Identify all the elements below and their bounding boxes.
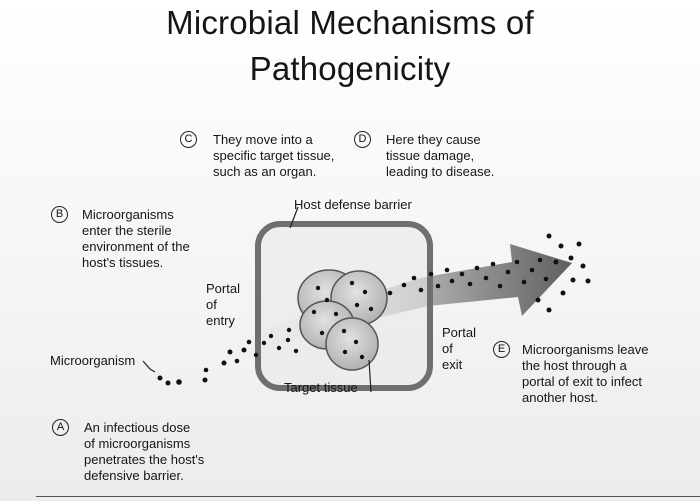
- microorganism-leader-line: [142, 360, 156, 373]
- step-a-line-3: penetrates the host's: [84, 452, 205, 467]
- step-a-line-2: of microorganisms: [84, 436, 191, 451]
- portal-entry-line-1: Portal: [206, 281, 240, 296]
- step-d-line-3: leading to disease.: [386, 164, 495, 179]
- portal-entry-line-3: entry: [206, 313, 235, 328]
- title-line-1: Microbial Mechanisms of: [166, 4, 534, 41]
- title-line-2: Pathogenicity: [249, 50, 451, 87]
- step-c-line-3: such as an organ.: [213, 164, 317, 179]
- portal-exit-line-2: of: [442, 341, 453, 356]
- target-tissue-label: Target tissue: [284, 380, 358, 395]
- step-c-badge: C: [180, 131, 197, 148]
- portal-exit-line-1: Portal: [442, 325, 476, 340]
- step-b-badge: B: [51, 206, 68, 223]
- step-d-line-2: tissue damage,: [386, 148, 475, 163]
- step-b-line-2: enter the sterile: [82, 223, 172, 238]
- portal-exit-line-3: exit: [442, 357, 463, 372]
- step-c-line-2: specific target tissue,: [213, 148, 335, 163]
- portal-entry-line-2: of: [206, 297, 217, 312]
- barrier-leader-line: [289, 206, 299, 229]
- step-a-badge: A: [52, 419, 69, 436]
- step-b-line-1: Microorganisms: [82, 207, 174, 222]
- step-e-line-4: another host.: [522, 390, 598, 405]
- step-e-badge: E: [493, 341, 510, 358]
- step-e-line-1: Microorganisms leave: [522, 342, 649, 357]
- step-c-line-1: They move into a: [213, 132, 313, 147]
- step-e-line-3: portal of exit to infect: [522, 374, 642, 389]
- step-d-badge: D: [354, 131, 371, 148]
- bottom-divider: [36, 496, 700, 497]
- microorganism-dots: [157, 233, 591, 386]
- step-b-line-3: environment of the: [82, 239, 190, 254]
- step-d-line-1: Here they cause: [386, 132, 481, 147]
- microorganism-label: Microorganism: [50, 353, 136, 368]
- step-a-line-1: An infectious dose: [84, 420, 191, 435]
- target-tissue-leader-line: [368, 359, 372, 393]
- step-e-line-2: the host through a: [522, 358, 627, 373]
- step-a-line-4: defensive barrier.: [84, 468, 184, 483]
- host-defense-barrier-label: Host defense barrier: [294, 197, 412, 212]
- step-b-line-4: host's tissues.: [82, 255, 164, 270]
